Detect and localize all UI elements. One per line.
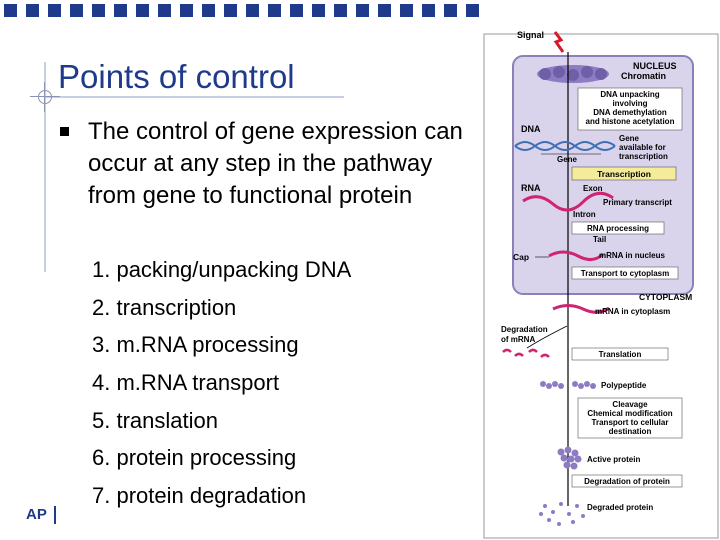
bar-square [378,4,391,17]
primary-transcript-label: Primary transcript [603,198,672,207]
bar-square [246,4,259,17]
bar-square [400,4,413,17]
transport-label: Transport to cytoplasm [581,269,669,278]
slide-body-text: The control of gene expression can occur… [88,118,463,209]
gene-available-text: Gene [619,134,640,143]
exon-label: Exon [583,184,603,193]
mrna-degradation-arrow [526,325,568,349]
top-bar [0,0,720,22]
bullet-icon [60,127,69,136]
gene-label: Gene [557,155,578,164]
dna-helix-icon [514,141,616,151]
dna-unpacking-text: involving [612,99,647,108]
gene-expression-diagram: Signal NUCLEUS Chromatin DNA unpacking i… [483,30,719,539]
list-item: 7. protein degradation [92,483,307,509]
protein-processing-text: Cleavage [612,400,648,409]
transcription-label: Transcription [597,169,651,179]
bar-square [158,4,171,17]
list-item: 6. protein processing [92,445,297,471]
bar-square [312,4,325,17]
slide-title: Points of control [58,58,295,95]
protein-processing-text: Transport to cellular [592,418,669,427]
degraded-protein-label: Degraded protein [587,503,653,512]
guide-vertical-line [44,62,46,272]
rna-label: RNA [521,183,541,193]
polypeptide-label: Polypeptide [601,381,647,390]
crosshair-icon [38,90,52,104]
translation-box [571,347,669,361]
mrna-cytoplasm-strand [552,304,610,314]
dna-label: DNA [521,124,541,134]
gene-available-text: transcription [619,152,668,161]
bar-square [70,4,83,17]
active-protein-label: Active protein [587,455,640,464]
bar-square [422,4,435,17]
list-item: 5. translation [92,407,218,433]
mrna-nucleus-strand [548,250,605,261]
signal-bolt-icon [553,31,565,53]
guide-horizontal-line [44,96,344,98]
degradation-mrna-text: of mRNA [501,335,535,344]
bar-square [356,4,369,17]
footer-divider [54,506,56,524]
footer-label: AP [26,506,47,523]
tail-label: Tail [593,235,606,244]
protein-processing-text: destination [609,427,652,436]
bar-square [92,4,105,17]
bar-square [444,4,457,17]
protein-processing-box [577,397,683,439]
polypeptide-icon [540,381,596,389]
bar-square [290,4,303,17]
mrna-fragments-icon [502,348,550,358]
list-item: 1. packing/unpacking DNA [92,257,352,282]
dna-unpacking-text: DNA demethylation [593,108,667,117]
mrna-cytoplasm-label: mRNA in cytoplasm [595,307,670,316]
dna-unpacking-text: and histone acetylation [586,117,675,126]
translation-label: Translation [599,350,642,359]
bar-square [224,4,237,17]
bar-square [466,4,479,17]
nucleus-label: NUCLEUS [633,61,677,71]
protein-processing-text: Chemical modification [587,409,672,418]
rna-processing-box [571,221,665,235]
protein-degradation-label: Degradation of protein [584,477,670,486]
cytoplasm-label: CYTOPLASM [639,292,692,302]
control-points-list: 1. packing/unpacking DNA 2. transcriptio… [92,256,351,520]
active-protein-icon [557,446,582,470]
bar-square [202,4,215,17]
protein-degradation-box [571,474,683,488]
bar-square [268,4,281,17]
mrna-nucleus-label: mRNA in nucleus [599,251,665,260]
bar-square [180,4,193,17]
bar-square [136,4,149,17]
list-item: 2. transcription [92,294,237,320]
signal-label: Signal [517,30,544,40]
transport-box [571,266,679,280]
chromatin-icon [537,65,609,83]
dna-unpacking-box [577,87,683,131]
rna-processing-label: RNA processing [587,224,649,233]
transcription-box [571,166,677,181]
cap-label: Cap [513,252,529,262]
intron-label: Intron [573,210,596,219]
primary-transcript-strand [522,191,614,212]
bar-square [334,4,347,17]
chromatin-label: Chromatin [621,71,666,81]
bar-square [4,4,17,17]
bar-square [114,4,127,17]
bar-square [48,4,61,17]
degradation-mrna-text: Degradation [501,325,548,334]
bar-square [26,4,39,17]
list-item: 4. m.RNA transport [92,370,280,396]
degraded-protein-icon [539,502,585,526]
dna-unpacking-text: DNA unpacking [600,90,659,99]
list-item: 3. m.RNA processing [92,332,299,358]
gene-available-text: available for [619,143,666,152]
